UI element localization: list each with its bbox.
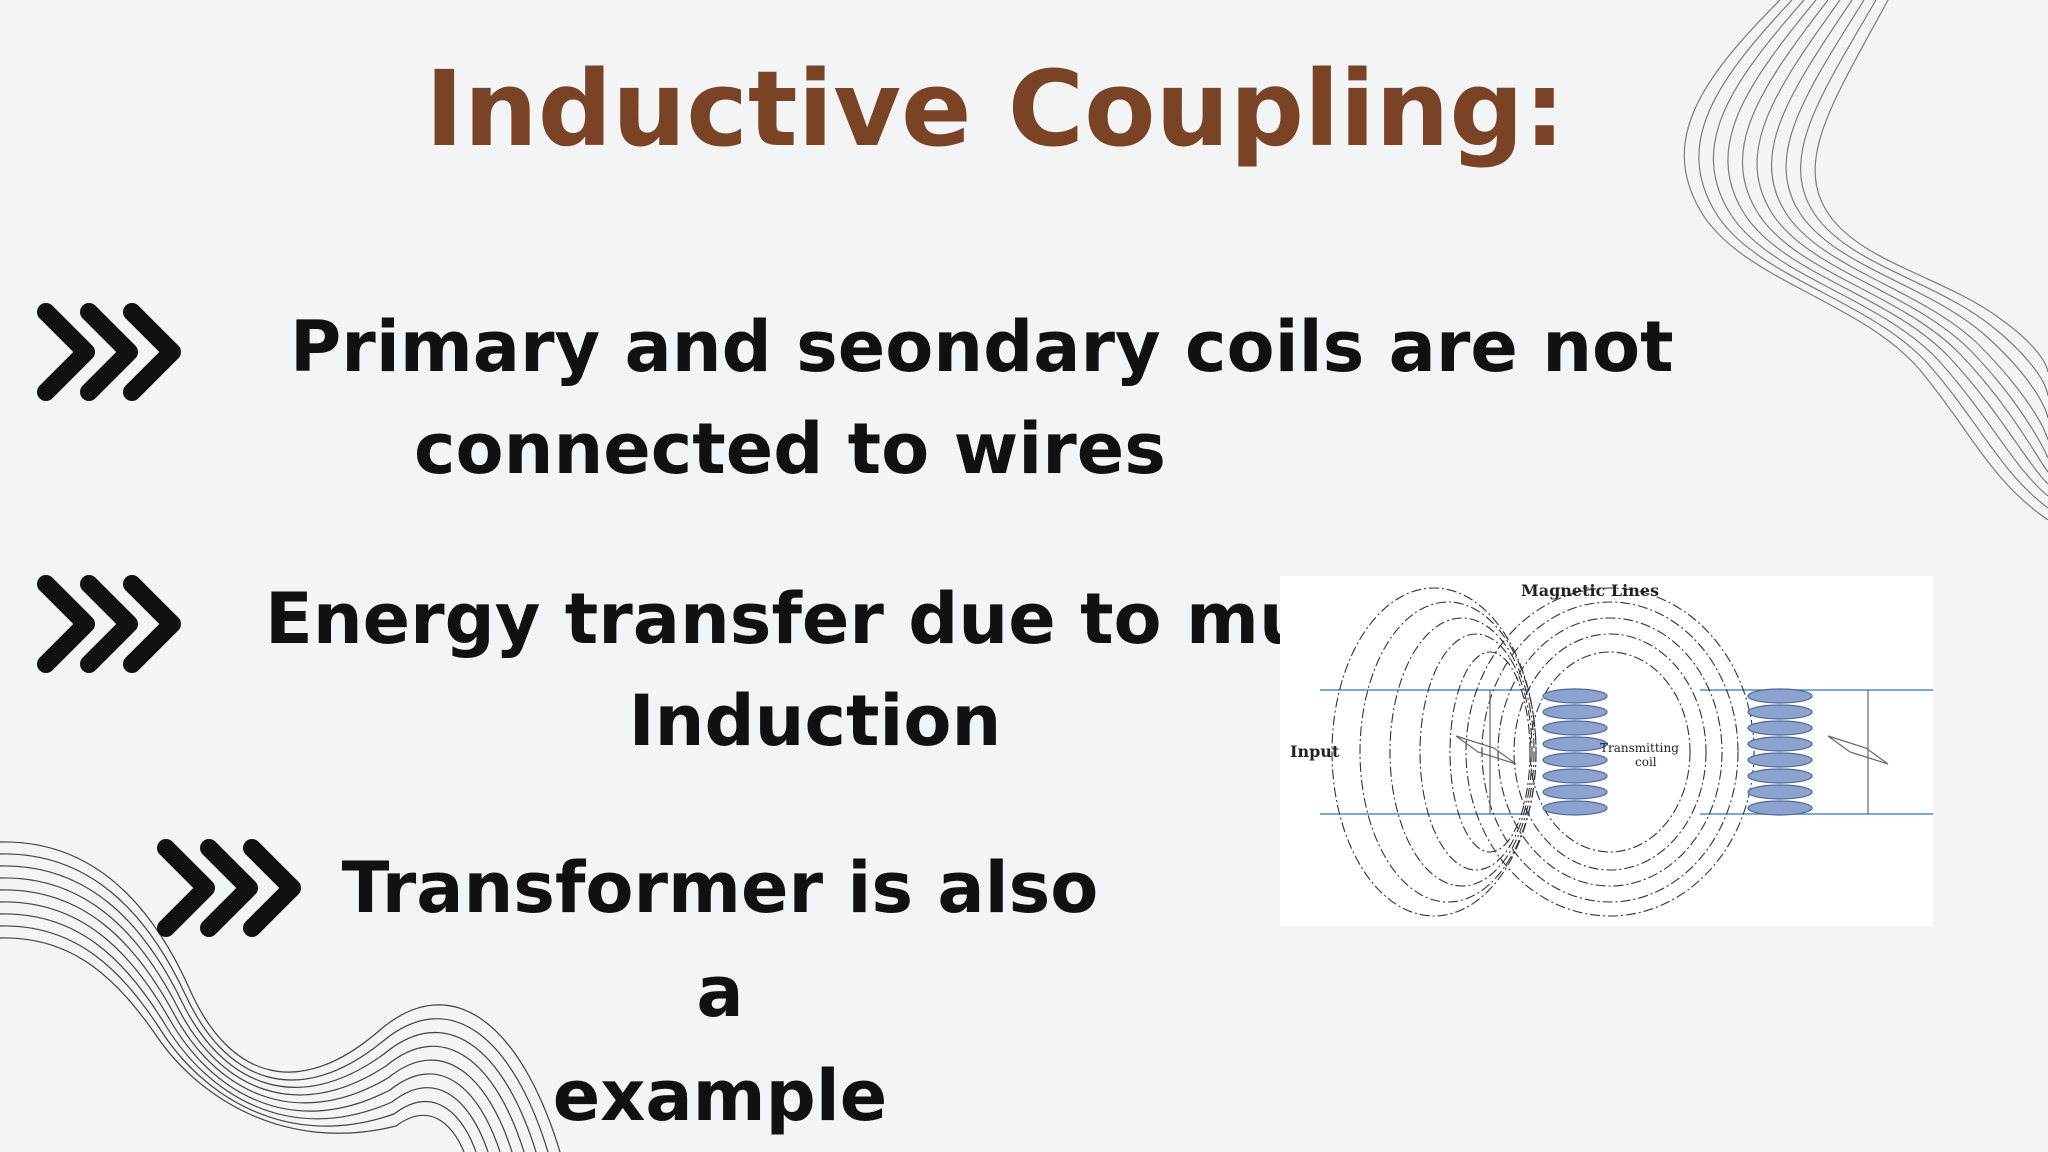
bullet-text-coils: Primary and seondary coils are not conne… — [290, 296, 1674, 500]
triple-chevron-right-icon — [37, 303, 181, 401]
bullet-line: Transformer is also — [341, 847, 1099, 929]
circuit-boxes — [1455, 690, 1889, 814]
triple-chevron-right-icon — [157, 839, 301, 937]
wire-lines — [1320, 689, 1933, 815]
label-input: Input — [1290, 742, 1340, 761]
triple-chevron-right-icon — [37, 575, 181, 673]
transmitting-coil — [1542, 688, 1608, 816]
magnetic-field-lines — [1331, 587, 1755, 917]
inductive-coupling-diagram: Magnetic Lines Input Transmitting coil — [1280, 576, 1933, 926]
label-transmitting-coil: Transmitting — [1600, 741, 1679, 755]
bullet-line: example — [552, 1055, 888, 1137]
receiving-coil — [1747, 688, 1813, 816]
label-coil: coil — [1635, 755, 1657, 769]
label-magnetic-lines: Magnetic Lines — [1521, 581, 1659, 600]
bullet-line: Induction — [628, 680, 1002, 762]
bullet-line: Energy transfer due to mutual — [265, 578, 1464, 660]
decorative-wave-lines-bottom — [0, 841, 561, 1152]
slide-title: Inductive Coupling: — [425, 48, 1566, 170]
bullet-text-energy-transfer: Energy transfer due to mutual Induction — [265, 568, 1464, 772]
bullet-line: a — [696, 951, 744, 1033]
bullet-line: Primary and seondary coils are not — [290, 306, 1674, 388]
diagram-drawing: Magnetic Lines Input Transmitting coil — [1290, 581, 1933, 917]
bullet-line: connected to wires — [414, 408, 1166, 490]
decorative-wave-lines-top — [1683, 0, 2048, 520]
bullet-text-transformer: Transformer is also a example — [340, 836, 1100, 1148]
